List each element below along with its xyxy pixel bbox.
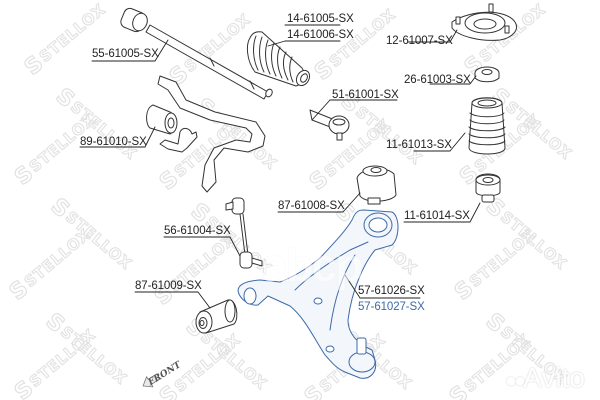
part-label-control-arm-1[interactable]: 57-61026-SX [358,285,425,297]
front-arrow-icon [142,373,161,388]
stabilizer-link-part[interactable] [225,197,263,269]
part-label-steering-boot-2[interactable]: 14-61006-SX [287,29,354,41]
avito-watermark: ●●Avito [505,362,585,393]
stabilizer-bushing-part[interactable] [146,104,198,153]
bump-stop-part[interactable] [475,173,501,203]
avito-logo-icon: ●● [505,370,526,392]
steering-boot-part[interactable] [246,31,312,88]
tie-rod-part[interactable] [119,7,273,100]
part-label-bump-stop-bearing[interactable]: 26-61003-SX [404,74,471,86]
stabilizer-bar-part[interactable] [157,75,266,193]
front-arm-bushing-part[interactable] [195,299,238,334]
tie-rod-end-part[interactable] [309,109,350,141]
part-label-tie-rod-end[interactable]: 51-61001-SX [332,89,399,101]
part-label-control-arm-2[interactable]: 57-61027-SX [358,301,425,313]
control-arm-part[interactable] [237,209,399,379]
rear-arm-bushing-part[interactable] [356,165,397,205]
part-label-stabilizer-bushing[interactable]: 89-61010-SX [80,136,147,148]
part-label-dust-boot[interactable]: 11-61013-SX [386,139,452,151]
part-label-rear-arm-bushing[interactable]: 87-61008-SX [278,200,345,212]
dust-boot-part[interactable] [468,97,506,155]
abcp-watermark: abcp [262,239,363,291]
leader-lines [79,24,481,309]
part-label-bump-stop[interactable]: 11-61014-SX [404,210,470,222]
part-label-front-arm-bushing[interactable]: 87-61009-SX [135,280,202,292]
part-label-steering-boot-1[interactable]: 14-61005-SX [287,13,354,25]
part-label-tie-rod[interactable]: 55-61005-SX [92,48,159,60]
strut-mount-part[interactable] [451,3,517,41]
bump-stop-bearing-part[interactable] [474,66,500,83]
part-label-strut-mount[interactable]: 12-61007-SX [386,35,453,47]
part-label-stabilizer-link[interactable]: 56-61004-SX [164,225,231,237]
